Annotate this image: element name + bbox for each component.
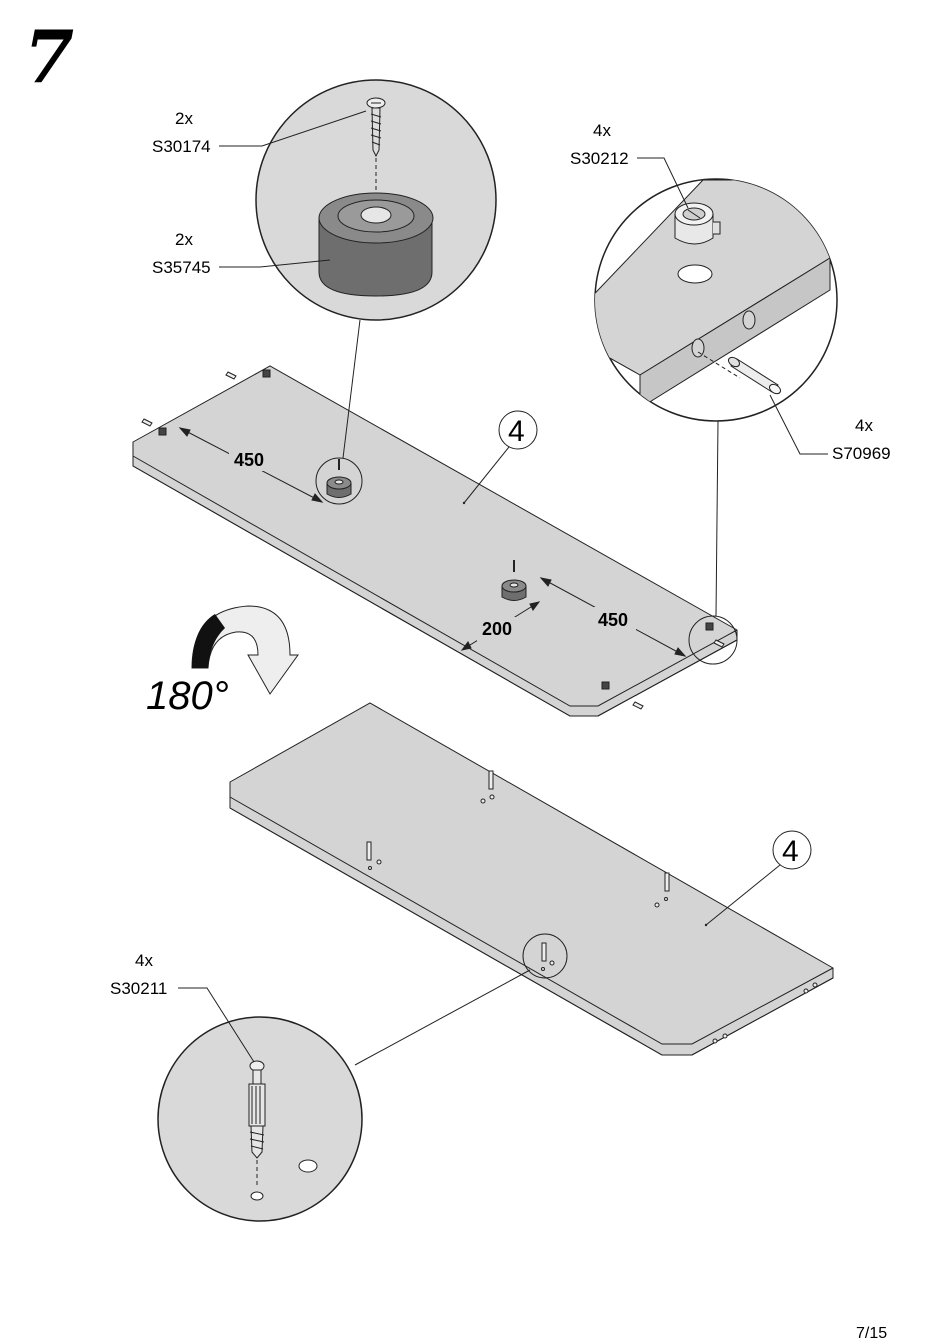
panel-corner-detail-circle [688,615,738,665]
panel-foot-1 [315,457,363,505]
foot-icon [318,192,434,297]
top-panel [132,365,738,717]
detail-cam-circle [594,178,838,422]
screw-icon [366,97,386,158]
foot-circle-connector [342,319,361,459]
bolt-circle-connector [354,969,531,1066]
foot-leader [219,259,331,268]
step-number: 7 [24,14,74,99]
cam-lock-qty: 4x [593,121,611,140]
cam-bolt-leader [178,987,255,1063]
cam-circle-connector [715,420,719,617]
svg-text:4: 4 [782,835,799,868]
cam-lock-code: S30212 [570,149,629,168]
screw-qty: 2x [175,109,193,128]
foot-qty: 2x [175,230,193,249]
dimension-200: 200 [482,619,512,639]
cam-bolt-code: S30211 [110,979,167,998]
dimension-450-top: 450 [234,450,264,470]
panel-number-badge-bottom: 4 [705,830,812,926]
foot-code: S35745 [152,258,211,277]
bottom-panel-detail-circle [522,933,568,979]
panel-number-badge-top: 4 [463,410,538,504]
dowel-leader [769,394,828,455]
cam-bolt-qty: 4x [135,951,153,970]
bottom-panel [229,702,834,1056]
cam-lock-leader [637,157,689,209]
dowel-icon [727,356,782,395]
detail-foot-circle [255,79,497,321]
panel-foot-2 [501,560,527,601]
rotate-arrow-icon [191,605,299,695]
detail-bolt-circle [157,1016,363,1222]
dowel-code: S70969 [832,444,891,463]
cam-lock-icon [674,202,721,245]
dowel-qty: 4x [855,416,873,435]
page-indicator: 7/15 [856,1325,887,1342]
screw-leader [219,110,367,147]
cam-bolt-icon [248,1060,266,1159]
dimension-450-bottom: 450 [598,610,628,630]
screw-code: S30174 [152,137,211,156]
svg-text:4: 4 [508,415,525,448]
rotation-label: 180° [146,674,229,718]
